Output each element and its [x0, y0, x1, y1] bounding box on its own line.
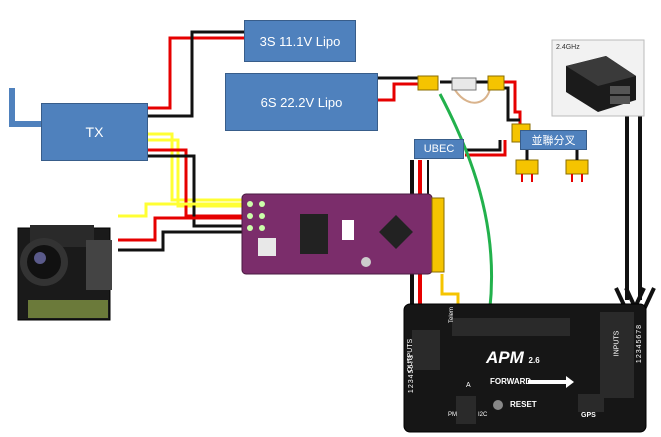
wire-6s-red: [376, 82, 420, 102]
apm-logo-text: APM: [486, 348, 524, 367]
apm-input-header: [600, 312, 634, 398]
rc-receiver: [551, 39, 645, 117]
wire-splitter-red: [502, 80, 522, 130]
splitter-out-1: [515, 159, 539, 175]
apm-logo: APM 2.6: [486, 348, 540, 368]
osd-board: [241, 193, 445, 275]
wire-ubec-in-black: [465, 140, 502, 152]
apm-output-header: [412, 330, 440, 370]
camera-icon: [17, 225, 112, 321]
apm-top-header: [452, 318, 570, 336]
splitter-out-tails: [521, 174, 583, 182]
splitter-block: 並聯分叉: [520, 130, 587, 150]
wire-camera-black: [118, 230, 245, 252]
wire-camera-video-yellow: [118, 202, 245, 218]
apm-i2c-label: I2C: [478, 412, 488, 418]
apm-pm-port: [456, 396, 476, 424]
tx-antenna: [9, 88, 42, 127]
apm-pm-label: PM: [448, 412, 457, 418]
apm-inputs-label: INPUTS: [613, 330, 621, 357]
wire-tx-video-yellow-1: [148, 132, 245, 202]
apm-gps-label: GPS: [581, 412, 596, 419]
wire-splitter-black: [502, 86, 520, 122]
apm-a-label: A: [466, 382, 471, 389]
splitter-out-leads: [525, 150, 579, 160]
apm-telem-label: Telem: [449, 306, 456, 324]
ubec-label: UBEC: [423, 143, 455, 155]
splitter-label: 並聯分叉: [531, 135, 576, 147]
apm-version: 2.6: [528, 356, 540, 365]
apm-board: [403, 303, 647, 433]
tx-label: TX: [85, 124, 104, 140]
wire-tx-osd-black: [148, 154, 245, 228]
power-module: [451, 77, 477, 91]
wire-camera-red: [118, 216, 245, 242]
wire-tx-3s-red: [148, 36, 245, 110]
wire-tx-3s-black: [148, 30, 245, 118]
splitter-out-2: [565, 159, 589, 175]
osd-header-connector: [431, 197, 445, 273]
battery-3s-block: 3S 11.1V Lipo: [244, 20, 356, 62]
forward-arrow-icon: [528, 376, 574, 388]
apm-gps-port: [578, 394, 604, 412]
battery-3s-label: 3S 11.1V Lipo: [259, 33, 341, 49]
ubec-block: UBEC: [414, 139, 464, 159]
battery-6s-label: 6S 22.2V Lipo: [260, 94, 343, 110]
apm-forward-label: FORWARD: [490, 377, 532, 386]
connector-xt-1: [417, 75, 439, 91]
wire-tx-osd-red: [148, 148, 245, 218]
receiver-brand: 2.4GHz: [556, 44, 580, 51]
connector-xt-2: [487, 75, 505, 91]
apm-reset-label: RESET: [510, 400, 537, 409]
wire-ubec-in-red: [465, 140, 507, 157]
tx-block: TX: [41, 103, 148, 161]
reset-button-icon: [493, 400, 503, 410]
apm-input-numbers: 12345678: [636, 323, 644, 364]
battery-6s-block: 6S 22.2V Lipo: [225, 73, 378, 131]
apm-output-numbers: 12345678: [408, 353, 416, 394]
wire-tx-video-yellow-2: [148, 138, 245, 208]
